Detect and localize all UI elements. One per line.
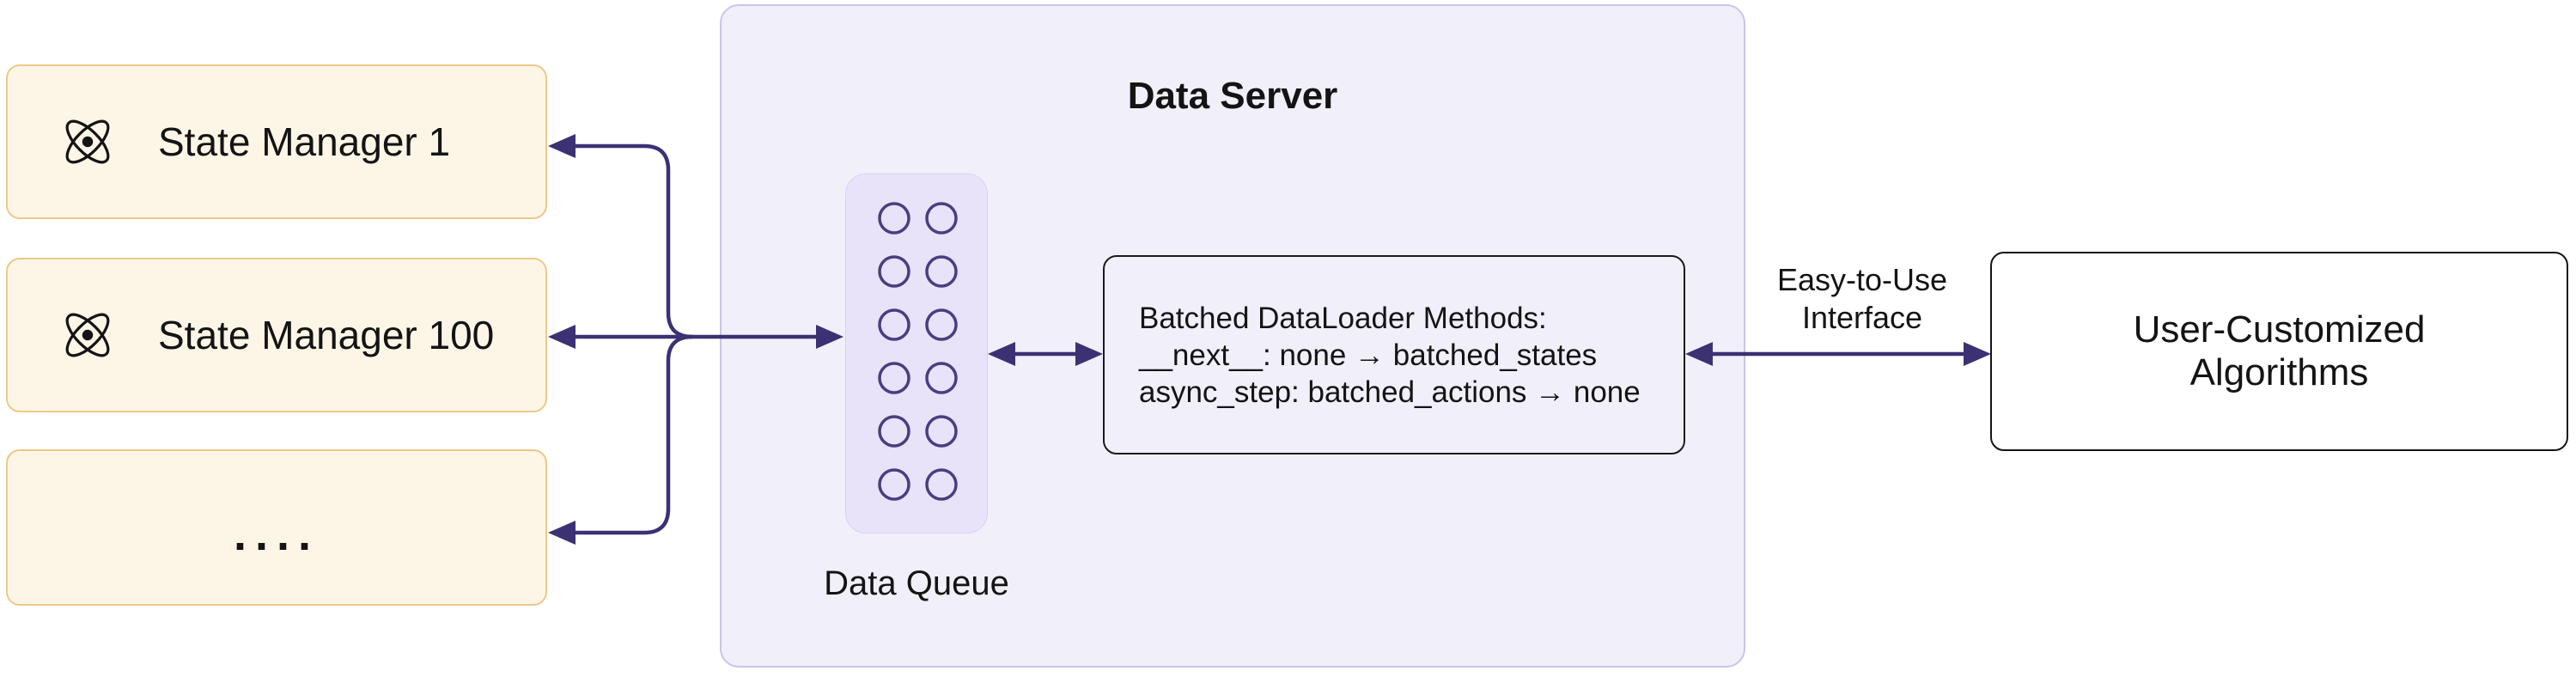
state-manager-box-more: ....	[6, 449, 547, 606]
interface-label-line-2: Interface	[1801, 300, 1923, 335]
queue-slot-circle	[925, 362, 958, 394]
queue-slot-circle	[878, 468, 910, 501]
queue-slot-circle	[925, 468, 958, 501]
queue-slot-circle	[878, 255, 910, 288]
queue-slot-circle	[878, 202, 910, 235]
data-server-title: Data Server	[1127, 75, 1338, 117]
queue-slot-circle	[925, 308, 958, 341]
user-customized-algorithms-box: User-Customized Algorithms	[1990, 252, 2568, 451]
dataloader-methods-line-2: __next__: none → batched_states	[1139, 338, 1598, 372]
queue-slot-circle	[878, 308, 910, 341]
arrowhead-into-algorithms	[1964, 342, 1991, 366]
queue-slot-circle	[878, 362, 910, 394]
easy-to-use-interface-label: Easy-to-Use Interface	[1745, 261, 1979, 337]
queue-slot-circle	[878, 415, 910, 448]
queue-slot-circle	[925, 415, 958, 448]
algorithms-line-1: User-Customized	[2133, 308, 2426, 351]
connector-branch-bottom	[572, 334, 693, 535]
state-manager-label: State Manager 100	[158, 312, 495, 357]
data-queue-box	[845, 174, 988, 534]
arrowhead-into-state-manager-2	[548, 325, 575, 349]
state-manager-label: State Manager 1	[158, 119, 451, 164]
atom-icon	[65, 119, 110, 164]
state-manager-box-2: State Manager 100	[6, 258, 547, 412]
arrowhead-into-state-manager-more	[548, 521, 575, 545]
connector-branch-top	[572, 143, 693, 339]
dataloader-methods-box: Batched DataLoader Methods: __next__: no…	[1103, 255, 1685, 454]
state-manager-box-1: State Manager 1	[6, 64, 547, 219]
interface-label-line-1: Easy-to-Use	[1776, 262, 1948, 297]
queue-slot-circle	[925, 255, 958, 288]
dataloader-methods-line-1: Batched DataLoader Methods:	[1139, 301, 1547, 335]
queue-slot-circle	[925, 202, 958, 235]
ellipsis-label: ....	[233, 509, 320, 560]
data-queue-slots	[878, 202, 958, 501]
atom-icon	[65, 313, 110, 357]
data-queue-label: Data Queue	[824, 564, 1009, 602]
dataloader-methods-line-3: async_step: batched_actions → none	[1139, 375, 1641, 409]
arrowhead-into-state-manager-1	[548, 134, 575, 158]
algorithms-line-2: Algorithms	[2189, 351, 2369, 393]
data-server-box: Data Server Data Queue Batched DataLoade…	[720, 4, 1745, 668]
